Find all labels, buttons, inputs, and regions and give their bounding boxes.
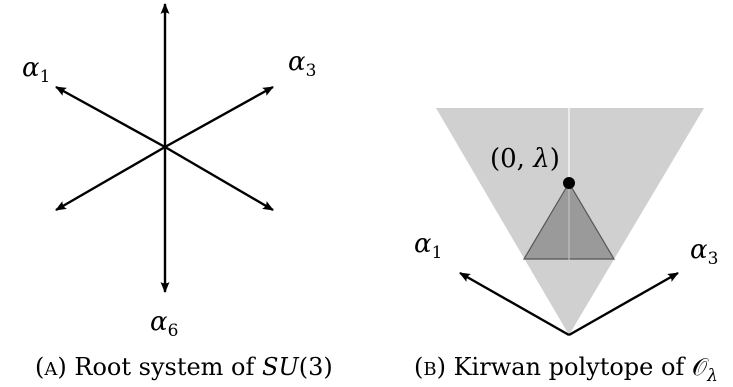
root-vector-alpha1-b (459, 271, 570, 337)
label-alpha3-b: α3 (690, 235, 718, 269)
root-system-diagram: α1 α3 α6 (A) Root system of SU(3) (22, 3, 333, 381)
point-label-0-lambda: (0, λ) (490, 144, 560, 174)
root-vector-lower-left (55, 145, 166, 212)
caption-b: (B) Kirwan polytope of 𝒪λ (414, 353, 718, 386)
root-vector-lower-right (164, 145, 274, 212)
kirwan-polytope-diagram: (0, λ) α1 α3 (B) Kirwan polytope of 𝒪λ (414, 108, 718, 386)
root-vector-alpha3 (164, 85, 274, 149)
label-alpha1-b: α1 (414, 229, 442, 263)
lambda-point (563, 177, 575, 189)
simple-roots-b (459, 271, 679, 337)
label-alpha6-a: α6 (150, 307, 178, 341)
label-alpha3-a: α3 (288, 47, 316, 81)
root-vector-alpha3-b (568, 271, 679, 337)
label-alpha1-a: α1 (22, 53, 50, 87)
caption-a: (A) Root system of SU(3) (35, 353, 333, 381)
root-vector-alpha1 (55, 85, 166, 149)
root-vectors (55, 3, 274, 293)
